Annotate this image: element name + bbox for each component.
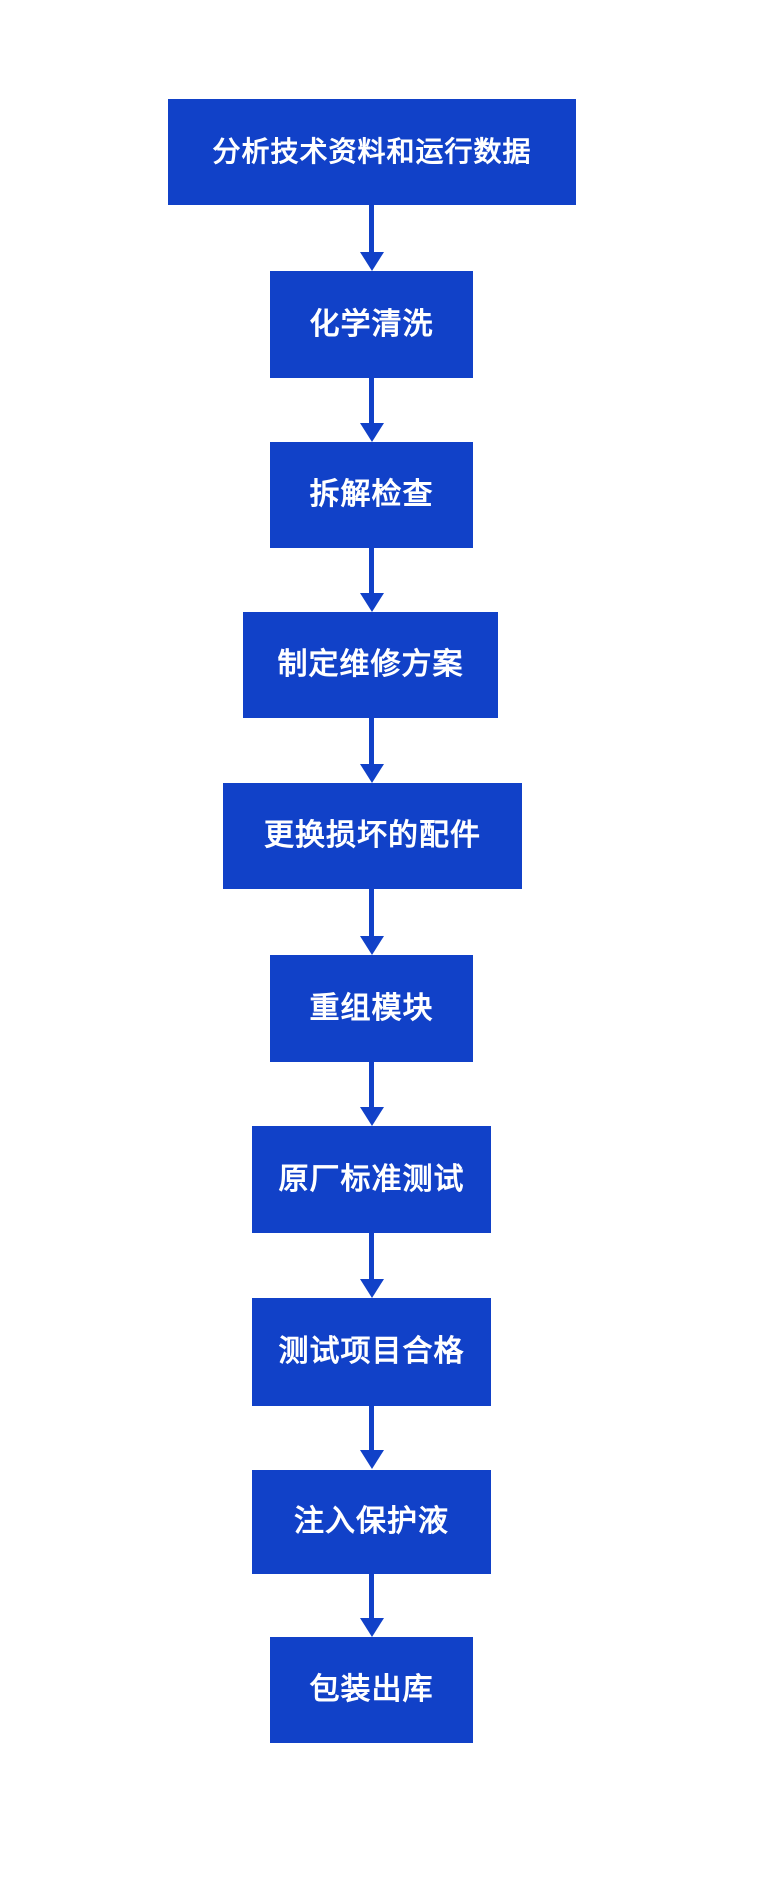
arrow-head bbox=[359, 1450, 384, 1469]
flow-step-label: 包装出库 bbox=[309, 1672, 434, 1707]
flow-step-analyze-data: 分析技术资料和运行数据 bbox=[168, 99, 576, 205]
arrow-shaft bbox=[369, 1406, 374, 1450]
flow-arrow-down-icon bbox=[359, 378, 384, 442]
arrow-head bbox=[359, 764, 384, 783]
arrow-shaft bbox=[369, 1233, 374, 1279]
arrow-shaft bbox=[369, 378, 374, 423]
arrow-shaft bbox=[369, 1574, 374, 1618]
flow-step-repair-plan: 制定维修方案 bbox=[243, 612, 498, 718]
flow-step-tests-passed: 测试项目合格 bbox=[252, 1298, 491, 1406]
arrow-head bbox=[359, 252, 384, 271]
arrow-shaft bbox=[369, 548, 374, 593]
arrow-shaft bbox=[369, 889, 374, 936]
flow-step-label: 原厂标准测试 bbox=[278, 1161, 465, 1197]
arrow-head bbox=[359, 1618, 384, 1637]
arrow-head bbox=[359, 423, 384, 442]
flow-step-inject-protective-fluid: 注入保护液 bbox=[252, 1470, 491, 1574]
arrow-head bbox=[359, 593, 384, 612]
flow-step-reassemble-module: 重组模块 bbox=[270, 955, 473, 1062]
flow-step-chemical-cleaning: 化学清洗 bbox=[270, 271, 473, 378]
flow-step-label: 化学清洗 bbox=[309, 306, 434, 342]
flow-arrow-down-icon bbox=[359, 548, 384, 612]
arrow-head bbox=[359, 1279, 384, 1298]
arrow-shaft bbox=[369, 718, 374, 764]
flow-step-label: 注入保护液 bbox=[294, 1504, 449, 1539]
flow-step-factory-standard-test: 原厂标准测试 bbox=[252, 1126, 491, 1233]
flow-step-package-ship: 包装出库 bbox=[270, 1637, 473, 1743]
arrow-shaft bbox=[369, 205, 374, 252]
flow-arrow-down-icon bbox=[359, 1233, 384, 1298]
flow-step-label: 更换损坏的配件 bbox=[264, 818, 481, 853]
arrow-head bbox=[359, 1107, 384, 1126]
flow-arrow-down-icon bbox=[359, 1574, 384, 1637]
arrow-shaft bbox=[369, 1062, 374, 1107]
flow-step-label: 重组模块 bbox=[309, 990, 434, 1026]
flow-arrow-down-icon bbox=[359, 205, 384, 271]
flow-step-label: 制定维修方案 bbox=[277, 647, 464, 682]
flow-step-disassembly-inspection: 拆解检查 bbox=[270, 442, 473, 548]
flow-arrow-down-icon bbox=[359, 1062, 384, 1126]
flow-step-label: 分析技术资料和运行数据 bbox=[212, 135, 532, 169]
arrow-head bbox=[359, 936, 384, 955]
flow-arrow-down-icon bbox=[359, 718, 384, 783]
flow-step-label: 拆解检查 bbox=[309, 477, 434, 512]
flow-step-replace-parts: 更换损坏的配件 bbox=[223, 783, 522, 889]
flow-arrow-down-icon bbox=[359, 1406, 384, 1469]
flow-step-label: 测试项目合格 bbox=[278, 1334, 465, 1369]
flow-arrow-down-icon bbox=[359, 889, 384, 955]
